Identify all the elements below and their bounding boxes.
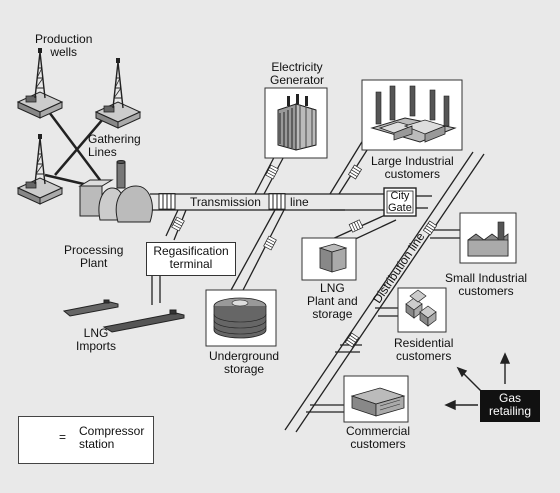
residential-label-line1: Residential (394, 336, 454, 350)
gas-retailing-arrows (444, 352, 511, 411)
city-gate-label-line1: City (390, 190, 410, 202)
lng-plant-storage-label: LNG Plant and storage (307, 282, 358, 321)
production-wells-label-line1: Production (35, 32, 93, 46)
transmission-label: Transmission (190, 195, 261, 209)
processing-plant-label-line1: Processing (64, 243, 124, 257)
compressor-station-generator-branch (265, 164, 279, 180)
city-gate-label-line2: Gate (388, 202, 412, 214)
underground-storage-label-line2: storage (224, 362, 265, 376)
commercial-icon (343, 375, 409, 423)
processing-plant-label: Processing Plant (64, 244, 123, 270)
gathering-lines-label-line1: Gathering (88, 132, 141, 146)
compressor-station-storage-branch (263, 235, 277, 251)
legend-compressor-label-line2: station (79, 437, 115, 451)
lng-imports-label-line1: LNG (83, 326, 109, 340)
transmission-line-label: line (290, 195, 309, 209)
lng-imports-label-line2: Imports (76, 339, 117, 353)
production-wells-label: Production wells (35, 33, 92, 59)
processing-plant-label-line2: Plant (80, 256, 108, 270)
lng-plant-storage-label-line3: storage (312, 307, 353, 321)
underground-storage-label: Underground storage (209, 350, 279, 376)
compressor-station-transmission-2 (268, 193, 286, 210)
small-industrial-label: Small Industrial customers (445, 272, 527, 298)
production-wells-label-line2: wells (50, 45, 78, 59)
regasification-terminal-label-line1: Regasification (153, 244, 229, 258)
large-industrial-icon (361, 79, 463, 151)
lng-plant-storage-label-line2: Plant and (307, 294, 358, 308)
legend-box: = Compressor station (18, 416, 154, 464)
lng-plant-storage-label-line1: LNG (320, 281, 345, 295)
gas-retailing-label-line1: Gas (498, 391, 521, 405)
residential-icon (397, 287, 447, 333)
electricity-generator-icon (264, 87, 328, 159)
underground-storage-icon (205, 289, 277, 347)
production-well-3 (17, 133, 63, 205)
large-industrial-label-line2: customers (384, 167, 441, 181)
residential-label-line2: customers (396, 349, 452, 363)
legend-compressor-label: Compressor station (79, 425, 144, 451)
lng-imports-label: LNG Imports (76, 327, 116, 353)
large-industrial-label: Large Industrial customers (371, 155, 454, 181)
regasification-terminal-label-line2: terminal (169, 257, 213, 271)
electricity-generator-label-line1: Electricity (271, 60, 323, 74)
lng-plant-icon (301, 237, 357, 281)
lng-tanker-icons (62, 299, 185, 333)
city-gate-icon (383, 187, 417, 217)
regasification-terminal-label: Regasification terminal (146, 242, 236, 276)
legend-equals: = (59, 430, 67, 444)
gathering-lines-label: Gathering Lines (88, 133, 141, 159)
production-well-2 (95, 57, 141, 129)
city-gate-label: City Gate (388, 190, 412, 214)
large-industrial-label-line1: Large Industrial (371, 154, 454, 168)
legend-compressor-label-line1: Compressor (79, 424, 145, 438)
small-industrial-icon (459, 212, 517, 264)
small-industrial-label-line2: customers (458, 284, 514, 298)
processing-plant-icon (78, 160, 153, 223)
commercial-label-line1: Commercial (346, 424, 411, 438)
electricity-generator-label: Electricity Generator (270, 61, 324, 87)
small-industrial-label-line1: Small Industrial (445, 271, 528, 285)
underground-storage-label-line1: Underground (209, 349, 280, 363)
compressor-station-transmission-1 (158, 193, 176, 210)
commercial-label-line2: customers (350, 437, 406, 451)
gathering-lines-label-line2: Lines (88, 145, 117, 159)
electricity-generator-label-line2: Generator (270, 73, 325, 87)
gas-retailing-label-line2: retailing (488, 404, 532, 418)
gas-retailing-box: Gas retailing (480, 390, 540, 422)
residential-label: Residential customers (394, 337, 453, 363)
commercial-label: Commercial customers (346, 425, 410, 451)
